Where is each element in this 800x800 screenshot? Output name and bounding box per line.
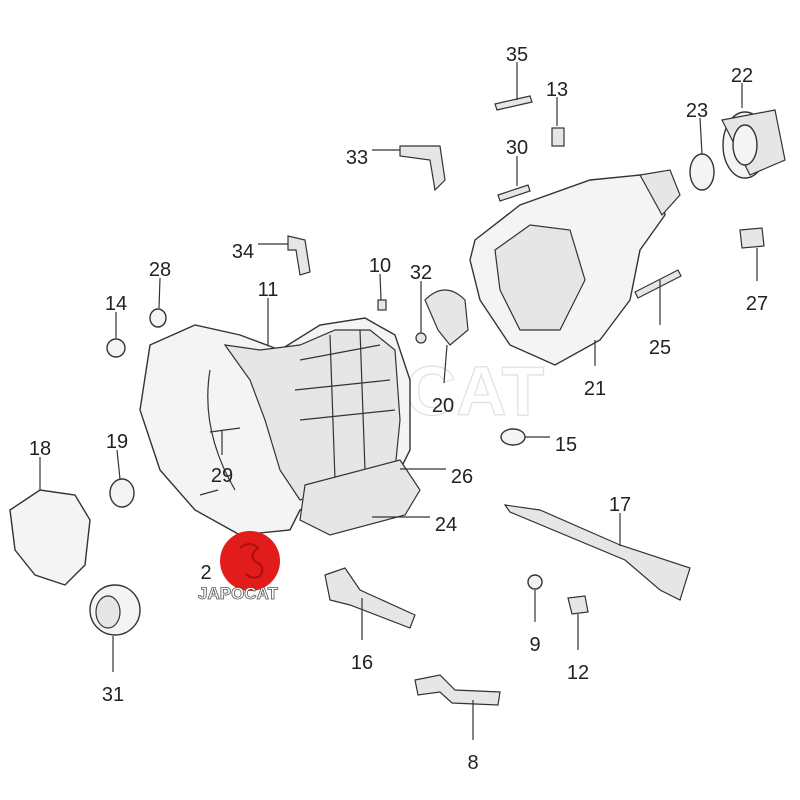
callout-23: 23: [686, 100, 708, 122]
japocat-logo: JAPOCAT: [198, 531, 280, 603]
leader-line-10: [379, 273, 382, 301]
part-31: [89, 584, 141, 636]
part-19: [109, 478, 135, 508]
callout-31: 31: [102, 684, 124, 706]
callout-26: 26: [451, 466, 473, 488]
part-9: [527, 574, 543, 590]
callout-14: 14: [105, 293, 127, 315]
part-14: [106, 338, 126, 358]
part-oil-pan: [299, 459, 421, 536]
callout-35: 35: [506, 44, 528, 66]
part-18-pump: [9, 489, 91, 586]
callout-11: 11: [258, 279, 279, 301]
leader-line-23: [699, 117, 703, 155]
callout-30: 30: [506, 137, 528, 159]
callout-24: 24: [435, 514, 457, 536]
part-28: [149, 308, 167, 328]
callout-25: 25: [649, 337, 671, 359]
part-34-bracket: [287, 235, 311, 276]
callout-21: 21: [584, 378, 606, 400]
callout-34: 34: [232, 241, 254, 263]
part-bolts: [377, 95, 765, 344]
callout-27: 27: [746, 293, 768, 315]
leader-line-28: [158, 277, 161, 309]
callout-15: 15: [555, 434, 577, 456]
callout-9: 9: [529, 634, 540, 656]
callout-17: 17: [609, 494, 631, 516]
callout-10: 10: [369, 255, 391, 277]
part-8-bracket: [414, 674, 501, 706]
callout-8: 8: [467, 752, 478, 774]
callout-16: 16: [351, 652, 373, 674]
callout-20: 20: [432, 395, 454, 417]
callout-29: 29: [211, 465, 233, 487]
part-23-ring: [689, 153, 715, 191]
part-15: [500, 428, 526, 446]
part-17-strip: [503, 504, 691, 601]
callout-33: 33: [346, 147, 368, 169]
callout-13: 13: [546, 79, 568, 101]
callout-32: 32: [410, 262, 432, 284]
part-gasket: [424, 289, 469, 346]
callout-28: 28: [149, 259, 171, 281]
callout-2: 2: [200, 562, 211, 584]
svg-text:JAPOCAT: JAPOCAT: [198, 584, 279, 603]
callout-22: 22: [731, 65, 753, 87]
part-22: [721, 109, 786, 179]
part-33-bracket: [399, 145, 446, 192]
callout-19: 19: [106, 431, 128, 453]
leader-line-19: [116, 449, 121, 480]
callout-18: 18: [29, 438, 51, 460]
part-16-shaft: [324, 567, 416, 629]
leader-line-20: [443, 344, 448, 384]
callout-12: 12: [567, 662, 589, 684]
part-12: [567, 595, 589, 615]
part-extension-housing: [469, 169, 681, 366]
